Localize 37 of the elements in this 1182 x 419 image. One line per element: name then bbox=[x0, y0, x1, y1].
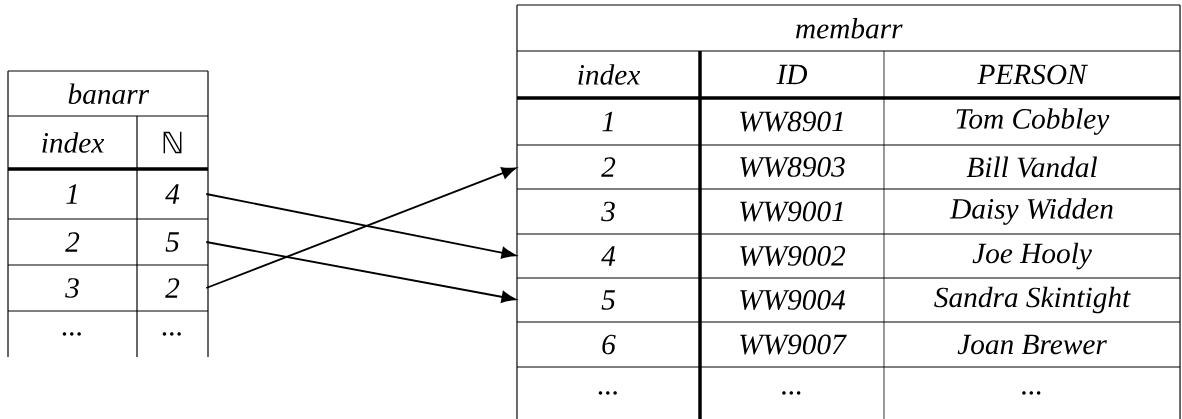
table-cell: Sandra Skintight bbox=[934, 286, 1131, 314]
table-cell: ... bbox=[62, 332, 81, 336]
table-cell: 2 bbox=[165, 278, 180, 298]
table-cell: 2 bbox=[65, 232, 80, 252]
table-cell: Tom Cobbley bbox=[956, 108, 1110, 135]
table-cell: 6 bbox=[602, 334, 616, 355]
table-cell: 4 bbox=[165, 184, 180, 204]
arrow bbox=[205, 167, 517, 289]
table-cell: 2 bbox=[601, 157, 616, 177]
table-cell: WW9007 bbox=[740, 334, 847, 355]
column-header: ℕ bbox=[163, 131, 182, 154]
table-cell: 1 bbox=[66, 184, 77, 204]
table-cell: 5 bbox=[601, 290, 615, 310]
column-header: ID bbox=[776, 64, 808, 85]
table-cell: Daisy Widden bbox=[949, 198, 1113, 225]
arrow bbox=[205, 241, 516, 303]
table-cell: 5 bbox=[165, 232, 179, 252]
table-cell: WW9001 bbox=[740, 201, 843, 222]
table-cell: Joe Hooly bbox=[972, 242, 1092, 270]
column-header: PERSON bbox=[977, 64, 1088, 85]
table-cell: Joan Brewer bbox=[957, 334, 1107, 355]
table-cell: 3 bbox=[65, 278, 79, 298]
arrow bbox=[205, 193, 516, 259]
table-cell: WW8901 bbox=[740, 111, 843, 132]
table-cell: Bill Vandal bbox=[966, 156, 1097, 178]
table-cell: ... bbox=[782, 391, 801, 395]
table-cell: ... bbox=[162, 332, 181, 336]
column-header: index bbox=[42, 132, 105, 153]
table-cell: WW9002 bbox=[740, 246, 846, 266]
table-cell: ... bbox=[1022, 391, 1041, 395]
column-header: index bbox=[578, 64, 641, 85]
table-cell: 4 bbox=[601, 246, 616, 266]
table-cell: ... bbox=[598, 391, 617, 395]
table-cell: 3 bbox=[601, 201, 615, 222]
table-cell: 1 bbox=[602, 111, 613, 132]
table-cell: WW9004 bbox=[740, 290, 846, 310]
table-cell: WW8903 bbox=[740, 157, 845, 177]
